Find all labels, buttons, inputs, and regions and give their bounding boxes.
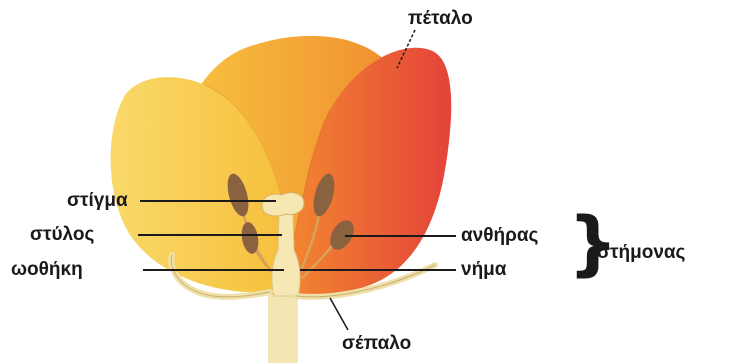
label-petal: πέταλο: [408, 9, 473, 28]
label-anther: ανθήρας: [461, 226, 538, 245]
label-ovary: ωοθήκη: [11, 260, 83, 279]
label-stigma: στίγμα: [67, 191, 128, 210]
label-stamen: στήμονας: [597, 243, 685, 262]
leader-line-sepal: [330, 298, 348, 330]
label-sepal: σέπαλο: [342, 334, 411, 353]
stigma: [262, 193, 304, 216]
label-style: στύλος: [30, 225, 94, 244]
label-filament: νήμα: [461, 260, 506, 279]
